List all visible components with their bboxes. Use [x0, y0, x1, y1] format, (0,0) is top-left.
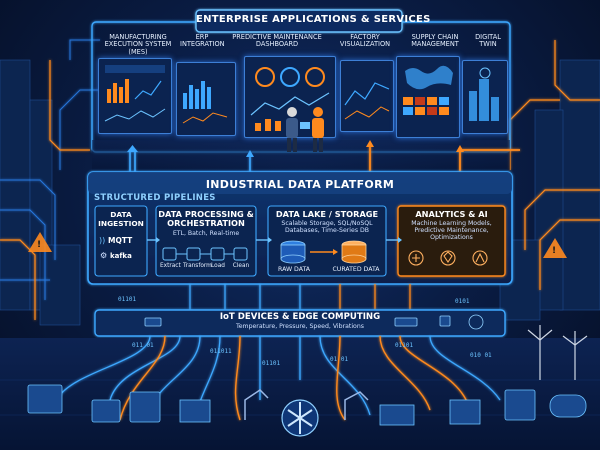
step-load: Load — [211, 263, 225, 269]
app-label-mes: MANUFACTURING EXECUTION SYSTEM (MES) — [104, 33, 172, 56]
warning-triangles — [28, 232, 567, 258]
curated-data-label: CURATED DATA — [332, 266, 380, 273]
pipeline-arrowheads — [156, 237, 402, 243]
binary-text: 01101 — [395, 342, 414, 349]
binary-text: 011011 — [210, 348, 232, 355]
edge-gateways — [144, 314, 484, 330]
step-clean: Clean — [232, 263, 250, 269]
engineers-figures — [286, 107, 324, 152]
app-label-twin: DIGITAL TWIN — [475, 33, 501, 49]
supply-chain-screen[interactable] — [396, 56, 460, 138]
lake-subtitle: Scalable Storage, SQL/NoSQL Databases, T… — [281, 220, 373, 235]
app-label-factory: FACTORY VISUALIZATION — [339, 33, 391, 49]
downlink-streams-orange — [339, 284, 411, 310]
binary-text: 01 01 — [330, 356, 349, 363]
circuit-traces-left — [0, 39, 100, 300]
step-extract: Extract — [160, 263, 181, 269]
uplink-arrowheads — [366, 140, 464, 152]
kafka-label: kafka — [110, 252, 132, 260]
turbine-fan — [281, 399, 319, 437]
step-transform: Transform — [183, 263, 212, 269]
binary-text: 0101 — [455, 298, 470, 305]
mes-dashboard-graphics — [104, 65, 166, 122]
binary-text: 010 01 — [470, 352, 492, 359]
app-label-supply: SUPPLY CHAIN MANAGEMENT — [411, 33, 459, 49]
factory-viz-screen[interactable] — [340, 60, 394, 132]
analytics-subtitle: Machine Learning Models, Predictive Main… — [411, 220, 492, 242]
wind-turbines — [527, 325, 588, 380]
downlink-streams-blue — [189, 284, 301, 310]
predictive-dashboard-graphics — [250, 67, 330, 131]
platform-title-bar — [88, 172, 512, 194]
analytics-title: ANALYTICS & AI — [415, 209, 488, 219]
supply-chain-graphics — [403, 65, 453, 115]
ingestion-title: DATA INGESTION — [98, 210, 144, 228]
erp-dashboard-screen[interactable] — [176, 62, 236, 136]
control-room-floor — [92, 140, 510, 170]
factory-machines — [27, 384, 587, 426]
enterprise-title: ENTERPRISE APPLICATIONS & SERVICES — [196, 14, 431, 25]
processing-step-icons — [162, 247, 248, 261]
processing-title: DATA PROCESSING & ORCHESTRATION — [158, 209, 254, 228]
mqtt-label: MQTT — [108, 236, 133, 245]
uplink-arrowheads-blue — [127, 145, 254, 157]
app-label-predictive: PREDICTIVE MAINTENANCE DASHBOARD — [232, 33, 322, 49]
mes-dashboard-screen[interactable] — [98, 58, 172, 134]
ingestion-panel — [94, 205, 148, 277]
warning-icon-right: ! — [552, 246, 557, 256]
erp-dashboard-graphics — [182, 81, 228, 124]
app-label-erp: ERP INTEGRATION — [180, 33, 225, 49]
enterprise-title-plate — [195, 9, 403, 33]
mqtt-icon: )) — [99, 236, 106, 245]
binary-text: 011 01 — [132, 342, 154, 349]
lake-title: DATA LAKE / STORAGE — [275, 209, 379, 219]
binary-text: 01101 — [262, 360, 281, 367]
circuit-traces-left-orange — [0, 60, 90, 320]
warning-icon-left: ! — [37, 240, 42, 250]
analytics-icons — [408, 250, 488, 266]
processing-subtitle: ETL, Batch, Real-time — [172, 230, 240, 237]
digital-twin-graphics — [469, 67, 499, 121]
binary-text: 01101 — [118, 296, 137, 303]
factory-viz-graphics — [344, 82, 390, 120]
raw-to-curated-arrowhead — [333, 249, 338, 255]
raw-data-cylinder — [280, 240, 306, 264]
iot-title: IoT DEVICES & EDGE COMPUTING — [219, 312, 381, 322]
robot-arms — [244, 389, 369, 420]
platform-title: INDUSTRIAL DATA PLATFORM — [205, 178, 395, 191]
kafka-icon: ⚙ — [100, 251, 108, 260]
raw-data-label: RAW DATA — [278, 266, 310, 273]
pipelines-label: STRUCTURED PIPELINES — [94, 193, 216, 203]
device-traces-orange — [119, 335, 471, 421]
digital-twin-screen[interactable] — [462, 60, 508, 134]
curated-data-cylinder — [341, 240, 367, 264]
iot-subtitle: Temperature, Pressure, Speed, Vibrations — [236, 323, 364, 330]
